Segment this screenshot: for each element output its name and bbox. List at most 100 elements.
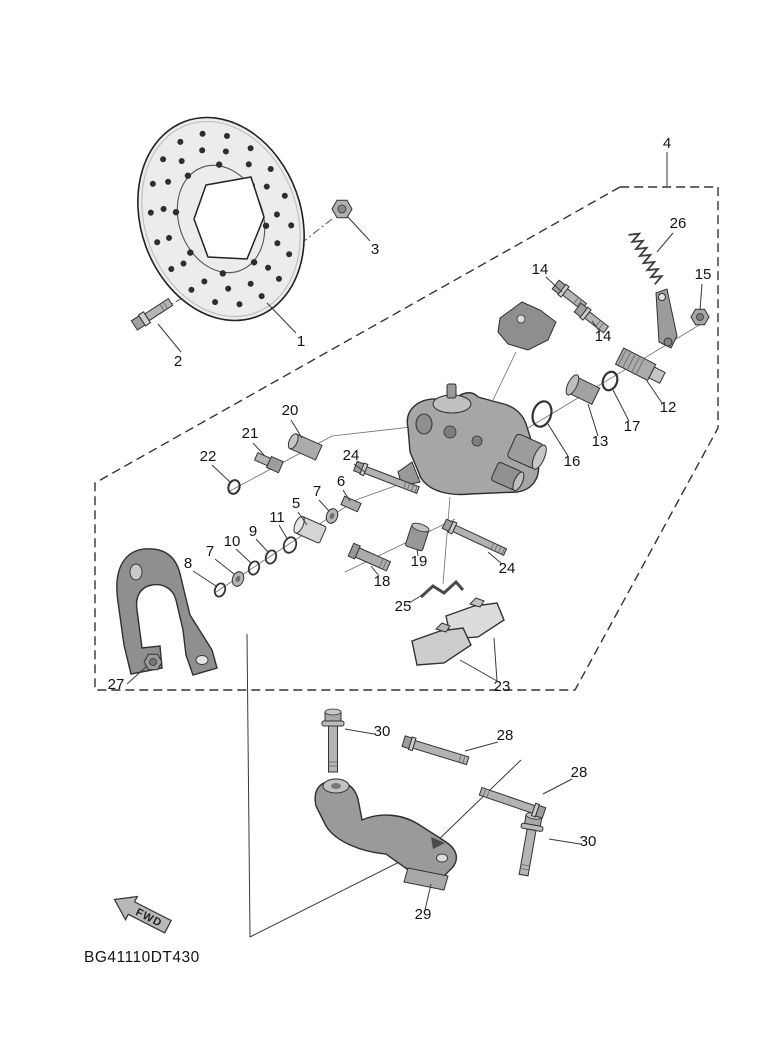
leader-23a (459, 659, 498, 682)
part-3-nut (331, 199, 353, 219)
callout-11: 11 (269, 509, 285, 526)
callout-10: 10 (224, 533, 241, 550)
leader-23b (493, 637, 498, 682)
assembly-4-boundary (94, 186, 719, 691)
callout-29: 29 (415, 906, 432, 923)
callout-17: 17 (624, 418, 641, 435)
callout-28b: 28 (571, 764, 588, 781)
part-20-collar (287, 433, 323, 461)
callout-1: 1 (297, 333, 305, 350)
callout-9: 9 (249, 523, 257, 540)
leader-20 (290, 419, 303, 439)
connector-line-diag-b (432, 759, 522, 846)
part-25-pad-spring (419, 579, 465, 599)
part-8-ring (213, 582, 227, 598)
leader-12 (646, 380, 663, 404)
bleed-nipple (446, 383, 457, 399)
leader-1 (266, 302, 297, 334)
part-12-adjuster (614, 347, 666, 384)
part-10-ring (247, 560, 261, 576)
leader-9 (255, 538, 269, 553)
leader-29 (424, 883, 432, 911)
part-19-piston-cap (405, 522, 430, 552)
leader-10 (235, 548, 252, 564)
callout-5: 5 (292, 495, 300, 512)
part-5-bushing (293, 515, 327, 544)
axis-retainer (492, 351, 517, 401)
callout-7b: 7 (206, 543, 214, 560)
retainer-bracket (497, 301, 557, 351)
callout-4: 4 (663, 135, 671, 152)
callout-23: 23 (494, 678, 511, 695)
caliper-stay-bracket (116, 548, 218, 676)
callout-22: 22 (200, 448, 217, 465)
part-11-ring (282, 536, 298, 554)
leader-21 (252, 442, 265, 456)
leader-17 (612, 389, 630, 422)
leader-30a (344, 728, 375, 735)
leader-15 (699, 283, 703, 311)
callout-13: 13 (592, 433, 609, 450)
callout-2: 2 (174, 353, 182, 370)
callout-18: 18 (374, 573, 391, 590)
part-14-bolt-b (573, 302, 610, 334)
leader-30b (548, 838, 581, 845)
brake-lever-arm (655, 288, 678, 349)
fwd-arrow: FWD (113, 895, 172, 934)
caliper-body (397, 383, 547, 496)
leader-11 (278, 524, 289, 541)
connector-line-vertical (246, 633, 251, 938)
callout-12: 12 (660, 399, 677, 416)
part-7-washer-a (325, 508, 339, 524)
pin-bore (415, 413, 433, 435)
callout-25: 25 (395, 598, 412, 615)
callout-26: 26 (670, 215, 687, 232)
part-6-pin (340, 495, 362, 513)
nut3-centerline (303, 218, 333, 242)
part-1-brake-disc (137, 116, 305, 322)
leader-16 (547, 423, 569, 457)
part-9-ring (264, 549, 278, 565)
leader-13 (587, 403, 599, 437)
callout-19: 19 (411, 553, 428, 570)
part-21-pin-bolt (253, 451, 284, 474)
leader-3 (346, 215, 371, 242)
leader-25 (408, 593, 425, 604)
callout-15: 15 (695, 266, 712, 283)
part-28-bolt-a (401, 735, 470, 766)
axis-pin18 (344, 518, 456, 573)
leader-24a (353, 463, 366, 473)
section-mark (431, 837, 445, 849)
leader-28b (542, 778, 573, 795)
part-18-slide-pin (347, 542, 392, 572)
part-22-washer (227, 479, 241, 495)
part-24-bolt-b (441, 518, 508, 556)
axis-collar (227, 425, 421, 493)
leader-28a (464, 741, 499, 752)
part-23-brake-pads (411, 597, 505, 666)
leader-22 (211, 464, 231, 483)
callout-8: 8 (184, 555, 192, 572)
callout-21: 21 (242, 425, 259, 442)
leader-14b (591, 320, 601, 333)
callout-20: 20 (282, 402, 299, 419)
leader-5 (297, 511, 308, 526)
part-16-o-ring (531, 400, 553, 428)
callout-14b: 14 (595, 328, 612, 345)
leader-14a (545, 276, 563, 293)
part-15-nut (690, 308, 710, 326)
callout-24b: 24 (499, 560, 516, 577)
leader-7b (214, 558, 235, 575)
axis-pads (442, 496, 451, 585)
part-7-washer-b (231, 571, 245, 587)
leader-7a (318, 499, 330, 512)
leader-2 (157, 323, 182, 353)
callout-30b: 30 (580, 833, 597, 850)
callout-28a: 28 (497, 727, 514, 744)
disc-holes (147, 130, 295, 308)
part-26-spring (628, 232, 664, 285)
leader-6 (342, 489, 351, 502)
callout-14a: 14 (532, 261, 549, 278)
